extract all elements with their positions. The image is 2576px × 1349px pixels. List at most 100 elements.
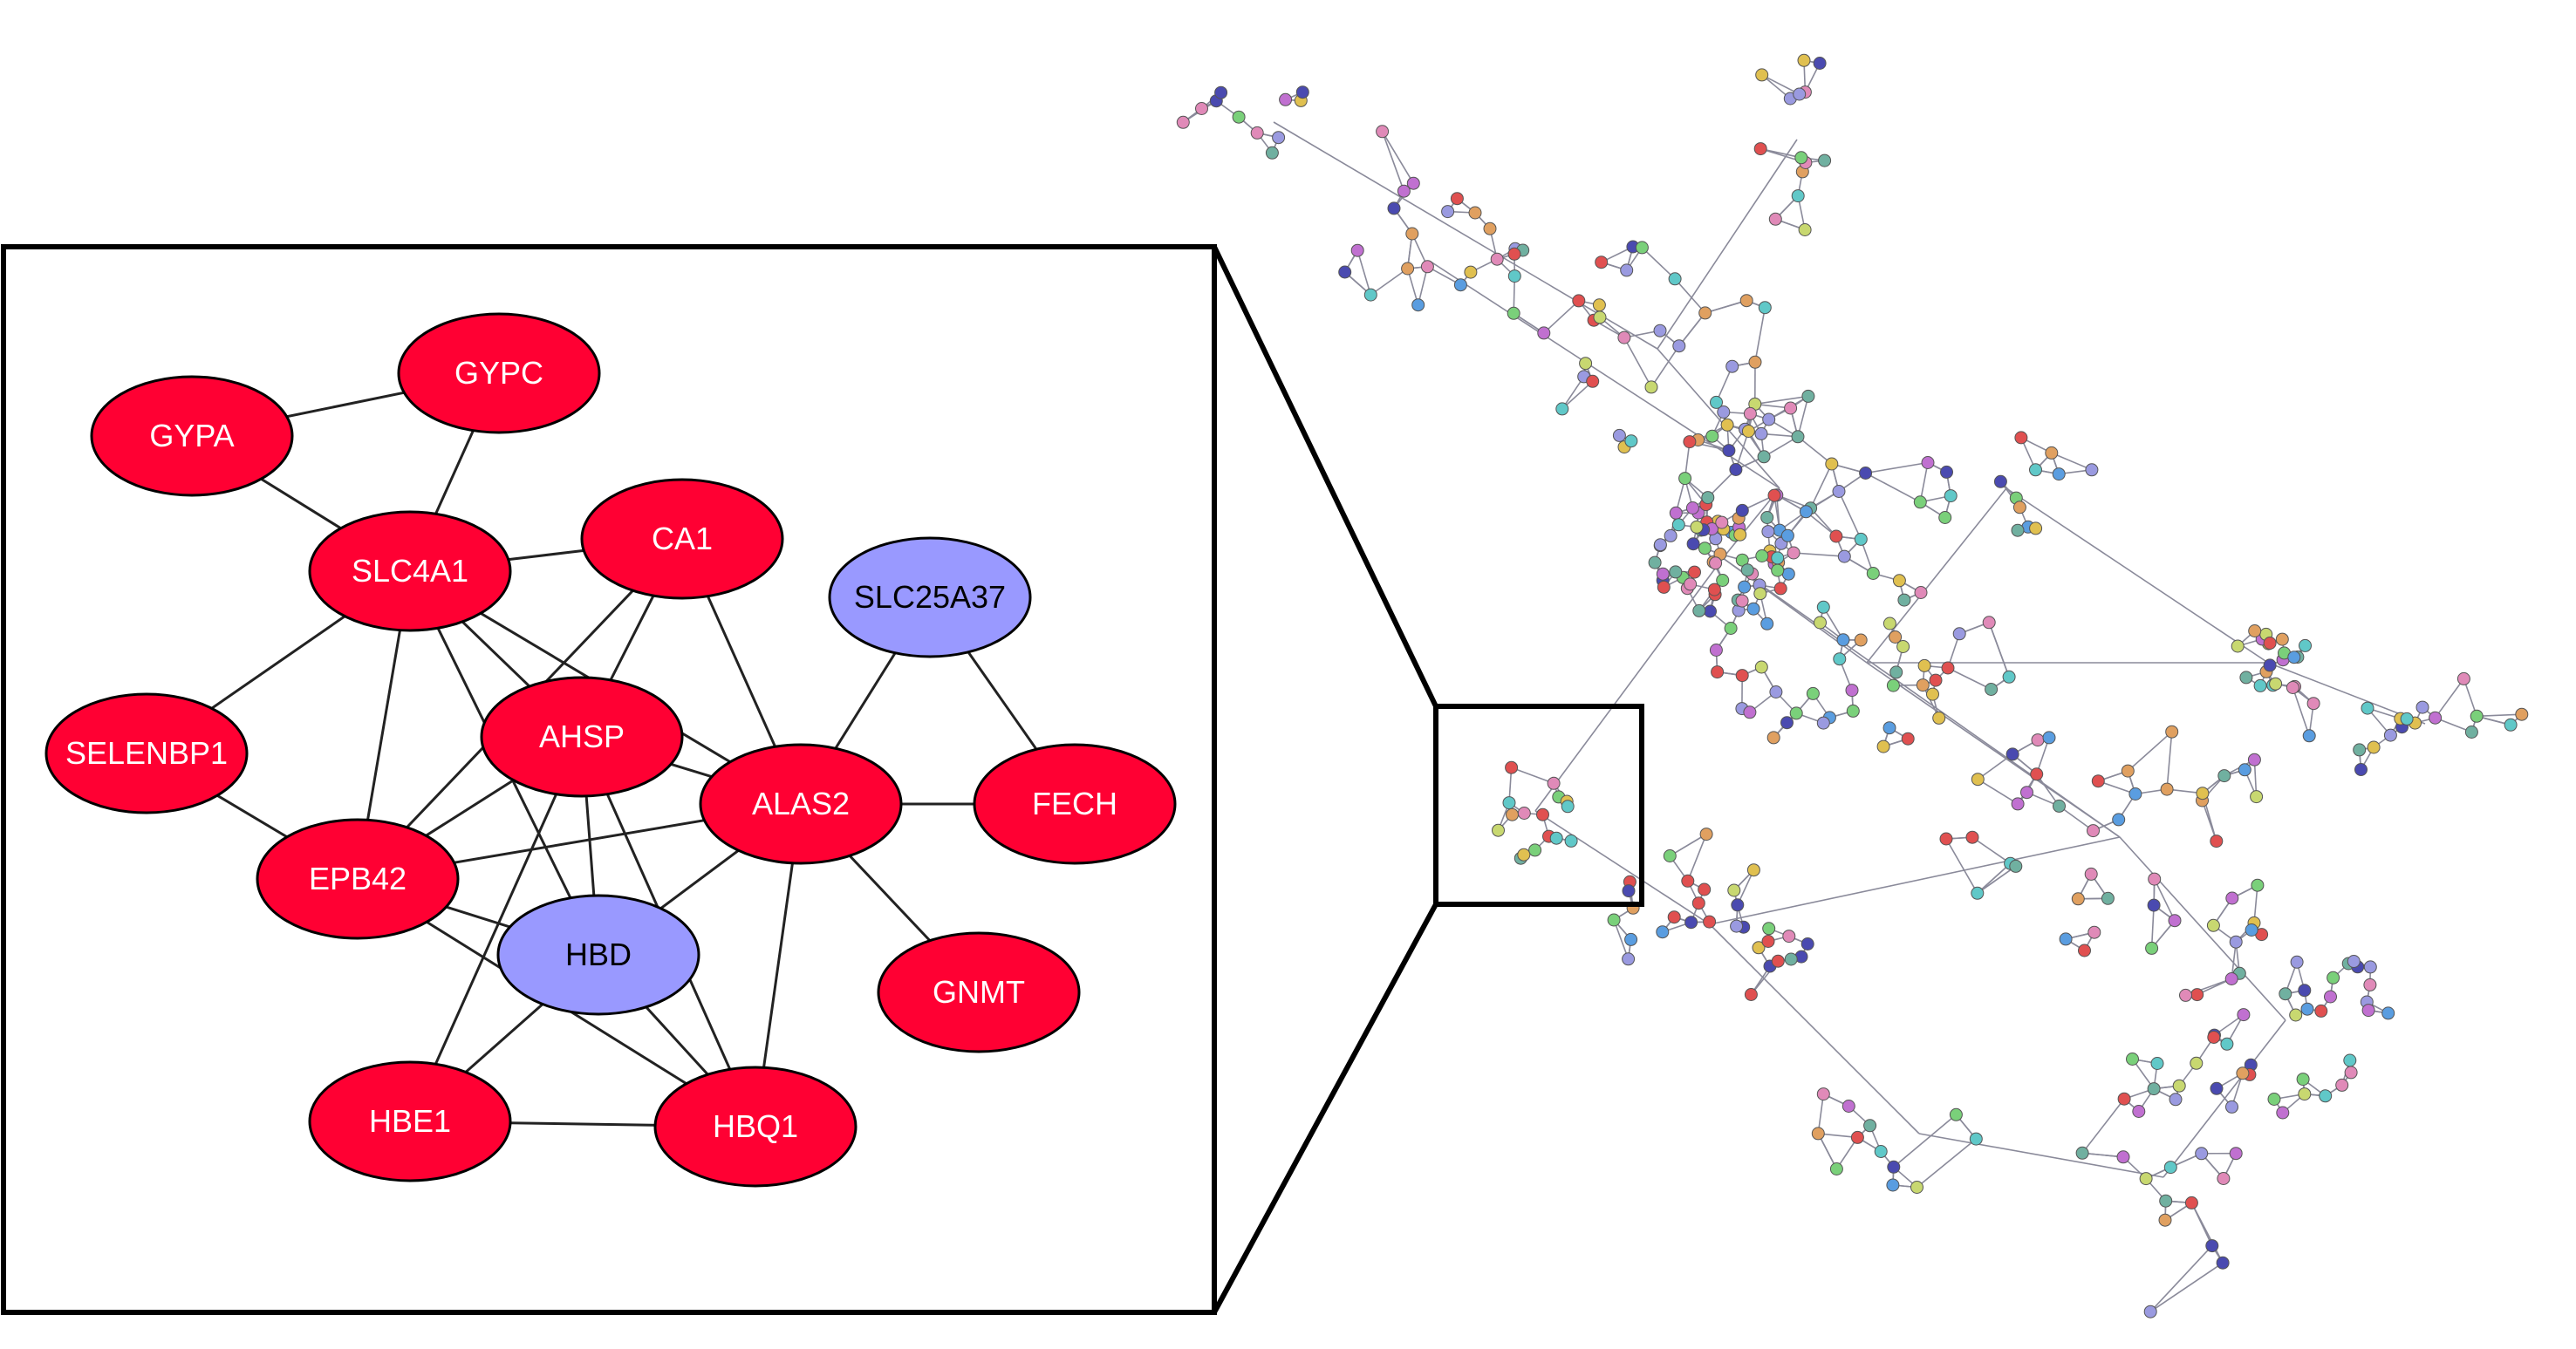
overview-bridge-edge [1657, 348, 1780, 489]
node-shape [580, 478, 784, 600]
overview-node [1938, 511, 1952, 524]
overview-edge [1971, 836, 2012, 864]
overview-node [1829, 529, 1843, 543]
overview-node [2031, 733, 2045, 747]
overview-edge [1623, 337, 1652, 388]
overview-node [2147, 898, 2161, 912]
overview-node [1265, 146, 1279, 160]
overview-node [1722, 444, 1736, 458]
overview-node [1859, 467, 1873, 480]
overview-node [2196, 787, 2210, 801]
overview-edge [1381, 131, 1405, 192]
node-label: HBQ1 [713, 1108, 798, 1144]
overview-node [1363, 288, 1377, 302]
overview-node [2195, 1147, 2209, 1161]
overview-edge [2082, 1152, 2124, 1158]
overview-edge [1678, 312, 1706, 347]
overview-node [2238, 763, 2251, 777]
overview-edge [1817, 1094, 1825, 1134]
overview-node [1735, 503, 1749, 517]
node-ahsp[interactable]: AHSP [480, 676, 684, 798]
node-fech[interactable]: FECH [973, 743, 1177, 865]
overview-node [2353, 743, 2367, 757]
overview-node [2263, 658, 2277, 672]
overview-node [1740, 563, 1754, 577]
overview-node [2247, 753, 2261, 766]
overview-node [1729, 463, 1743, 476]
node-label: SLC4A1 [352, 553, 468, 589]
overview-bridge-edge [2163, 1019, 2286, 1178]
selection-box [1433, 704, 1644, 907]
overview-node [1854, 633, 1868, 647]
node-shape [877, 931, 1081, 1053]
overview-node [1505, 760, 1519, 774]
overview-node [1797, 53, 1811, 67]
node-hbe1[interactable]: HBE1 [308, 1060, 512, 1182]
overview-node [2091, 774, 2105, 788]
overview-node [2299, 638, 2312, 652]
overview-node [2263, 637, 2277, 650]
node-label: GYPA [149, 418, 234, 453]
overview-node [1549, 831, 1563, 845]
overview-edge [1817, 1133, 1838, 1169]
overview-node [2075, 1146, 2089, 1160]
node-slc4a1[interactable]: SLC4A1 [308, 510, 512, 632]
overview-node [2236, 1066, 2250, 1080]
overview-bridge-edge [2005, 487, 2269, 664]
overview-node [2116, 1150, 2130, 1164]
overview-bridge-edge [1709, 923, 1920, 1134]
node-ca1[interactable]: CA1 [580, 478, 784, 600]
overview-node [2145, 941, 2159, 955]
node-label: EPB42 [309, 861, 407, 896]
overview-node [1784, 952, 1798, 966]
overview-node [1441, 205, 1455, 219]
overview-node [1579, 357, 1593, 371]
overview-node [1755, 549, 1769, 562]
node-selenbp1[interactable]: SELENBP1 [44, 692, 249, 814]
overview-node [1781, 567, 1795, 581]
node-hbq1[interactable]: HBQ1 [653, 1066, 858, 1188]
overview-node [1901, 732, 1915, 746]
overview-node [1657, 580, 1671, 594]
overview-node [1376, 125, 1390, 139]
overview-node [1681, 874, 1695, 888]
overview-edge [1794, 552, 1845, 557]
overview-node [1644, 380, 1658, 394]
node-hbd[interactable]: HBD [496, 894, 700, 1016]
overview-node [1746, 602, 1760, 616]
overview-node [1791, 430, 1805, 444]
overview-edge [1650, 345, 1680, 388]
overview-node [1897, 593, 1911, 607]
overview-node [1746, 863, 1760, 877]
node-gypc[interactable]: GYPC [397, 312, 601, 434]
overview-edge [1356, 249, 1372, 296]
overview-node [1653, 324, 1667, 337]
overview-node [1916, 678, 1930, 692]
overview-node [2002, 670, 2016, 684]
overview-node [2052, 467, 2066, 481]
overview-node [1914, 586, 1928, 599]
node-gnmt[interactable]: GNMT [877, 931, 1081, 1053]
overview-node [2132, 1105, 2146, 1118]
overview-node [2084, 867, 2098, 881]
node-epb42[interactable]: EPB42 [256, 818, 460, 940]
overview-node [1279, 92, 1293, 106]
overview-node [2470, 709, 2484, 723]
overview-node [2101, 891, 2115, 905]
overview-node [1663, 849, 1677, 862]
overview-node [1758, 301, 1772, 315]
overview-node [1564, 834, 1578, 848]
overview-node [1993, 474, 2007, 488]
overview-node [2014, 431, 2028, 445]
overview-node [1882, 721, 1896, 735]
overview-edge [1687, 834, 1707, 882]
overview-node [2205, 1239, 2219, 1253]
overview-node [1561, 800, 1575, 814]
node-slc25a37[interactable]: SLC25A37 [828, 536, 1032, 658]
overview-node [2143, 1305, 2157, 1318]
overview-node [2172, 1079, 2186, 1093]
node-label: GYPC [454, 355, 543, 391]
node-alas2[interactable]: ALAS2 [699, 743, 903, 865]
overview-node [1753, 142, 1767, 156]
node-gypa[interactable]: GYPA [90, 375, 294, 497]
